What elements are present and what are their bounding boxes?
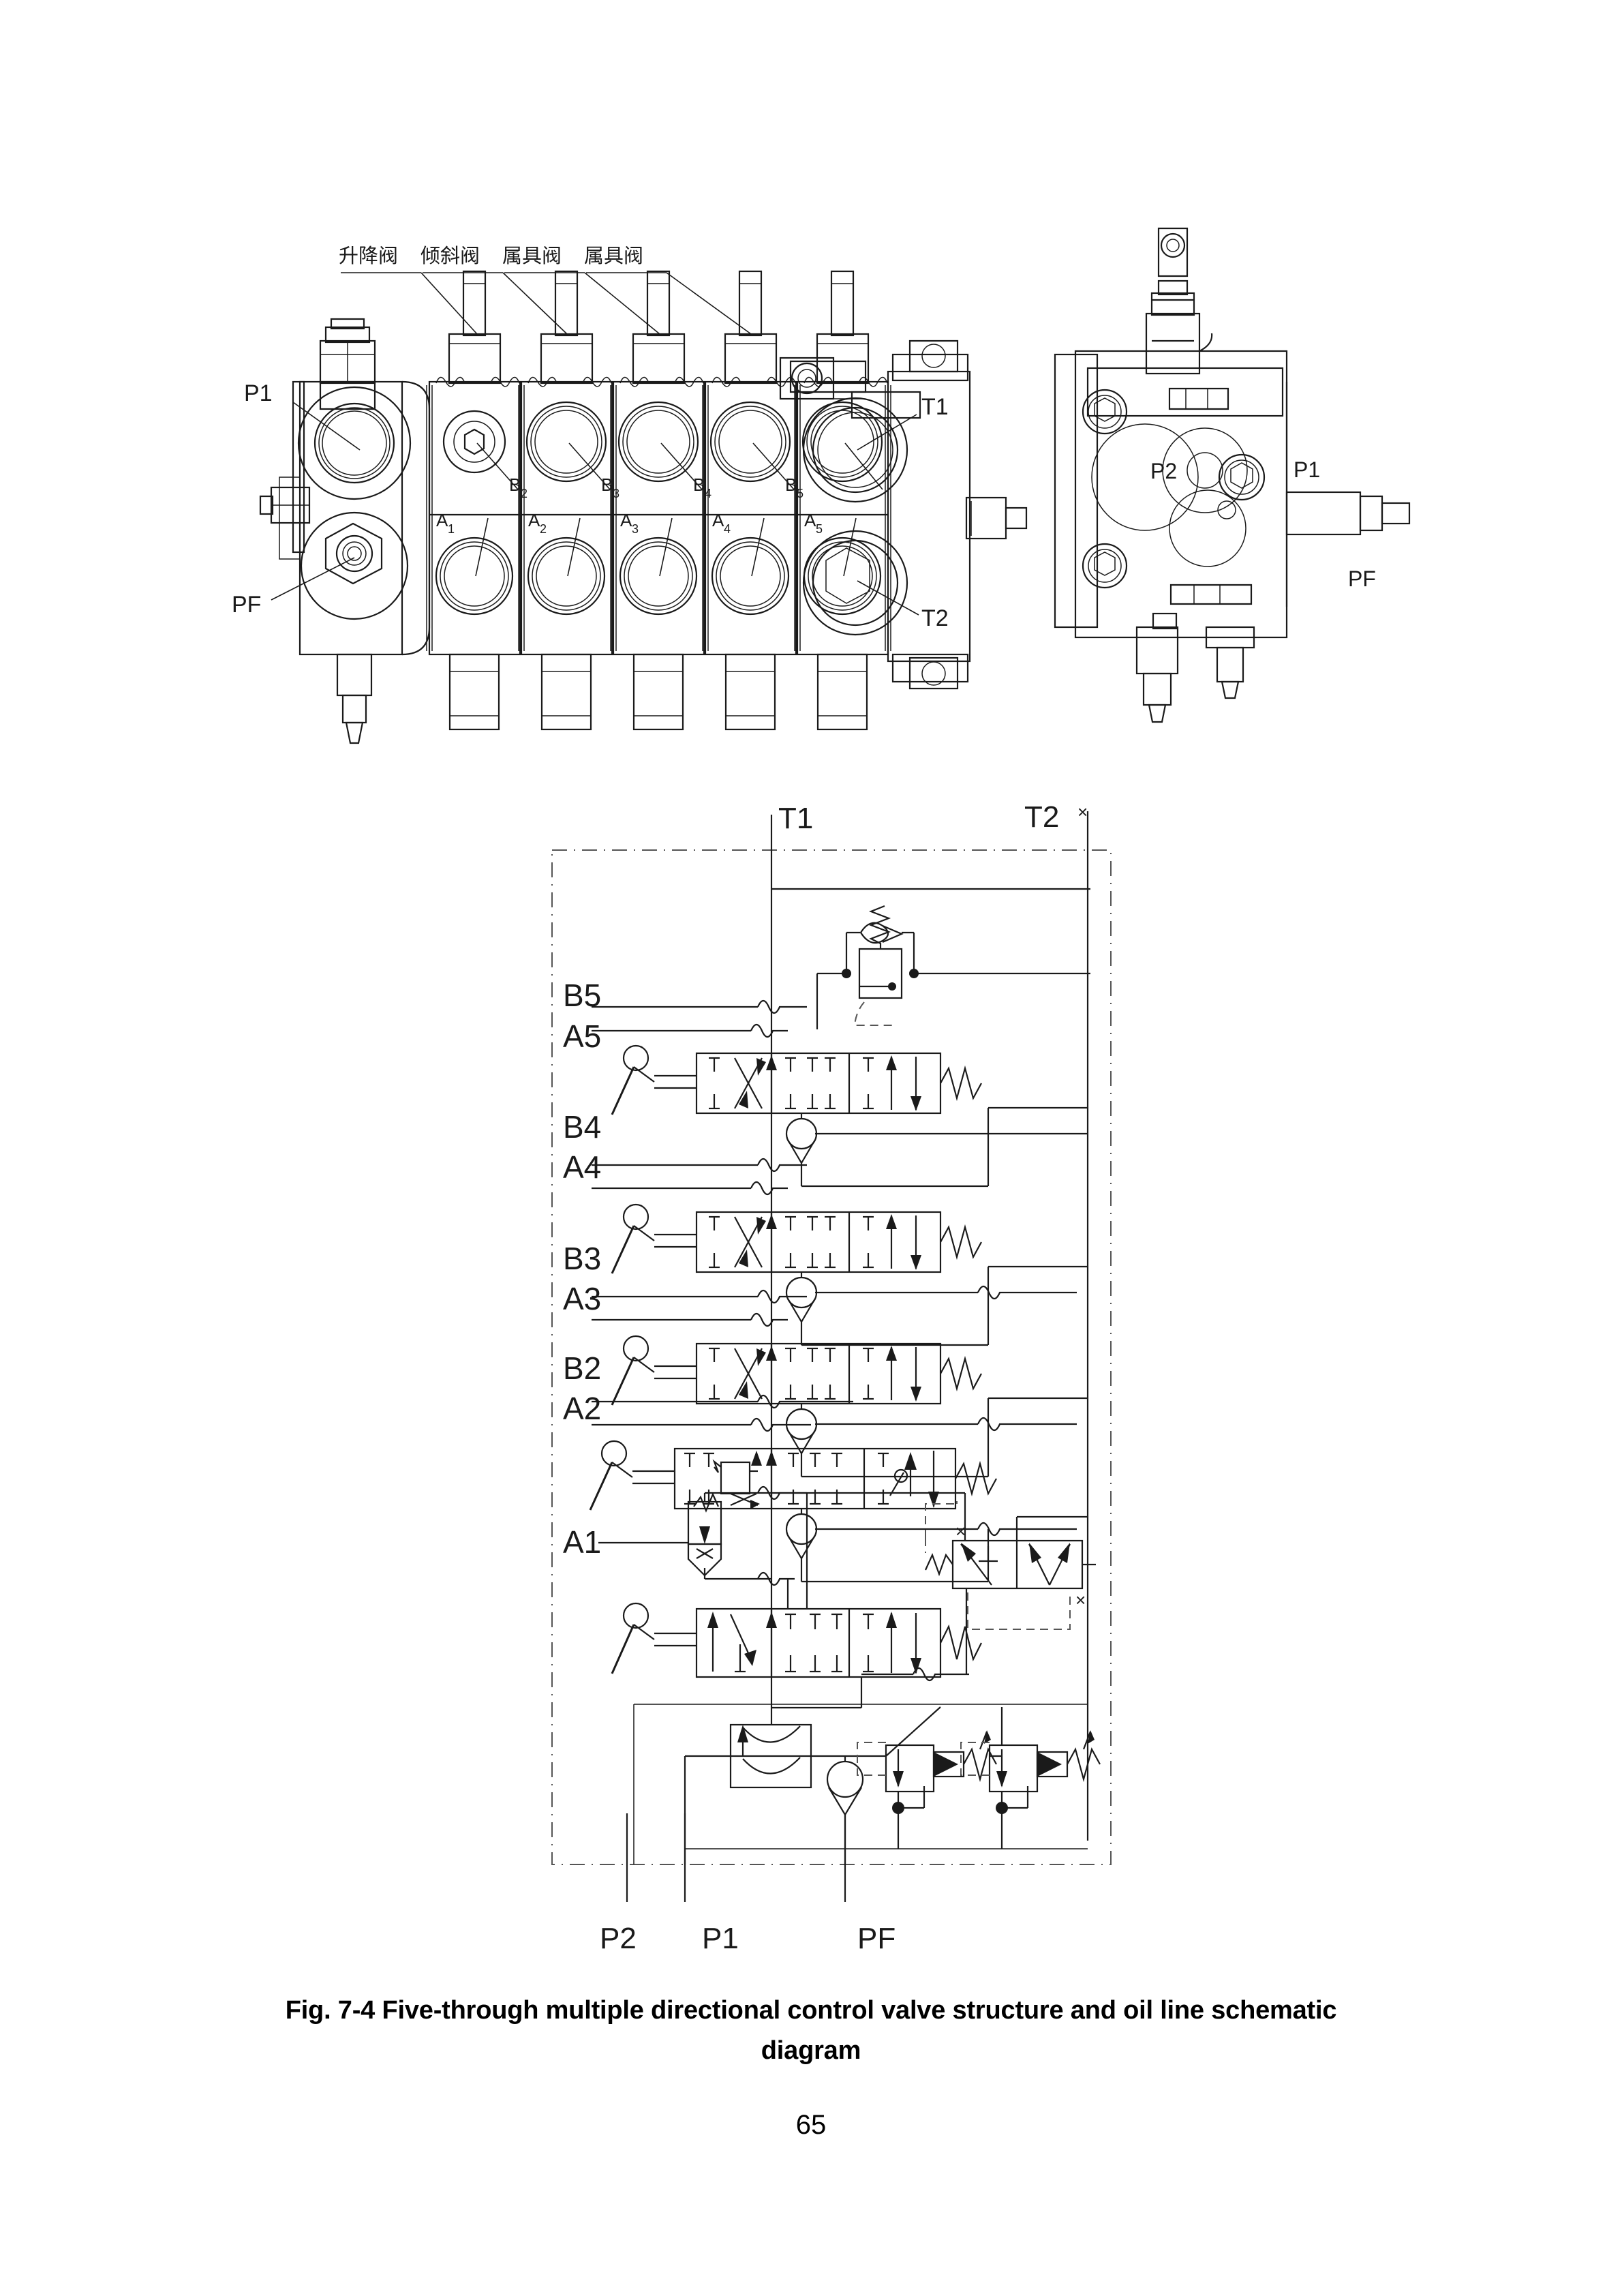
schematic-section-5: B5 A5 [563,978,1088,1188]
label-b2: B2 [563,1350,601,1386]
label-attachment-valve-2: 属具阀 [584,244,643,267]
label-t1-schematic: T1 [778,802,813,835]
label-p1-front: P1 [244,380,273,406]
label-b2: B [509,474,521,495]
label-a1: A [436,510,448,530]
chinese-callouts: 升降阀 倾斜阀 属具阀 属具阀 [339,244,752,335]
svg-text:1: 1 [448,522,455,536]
label-a1: A1 [563,1524,601,1560]
figure-caption: Fig. 7-4 Five-through multiple direction… [204,1991,1418,2071]
pilot-operated-directional-valve: × × [771,1492,1096,1709]
label-t2-schematic: T2 [1024,800,1059,834]
a1-lowering-control-valve [687,1492,771,1580]
label-b3: B [601,474,613,495]
svg-text:2: 2 [540,522,547,536]
svg-text:5: 5 [797,487,804,500]
label-a4: A4 [563,1149,601,1185]
schematic-boundary [551,849,1112,1865]
directional-valve-5 [695,1052,942,1115]
spool-sections [426,270,891,731]
caption-line-1: Fig. 7-4 Five-through multiple direction… [285,1996,1337,2025]
schematic-section-3: B3 A3 [563,1241,1088,1478]
shuttle-valve [826,1760,864,1798]
main-relief-valve [816,905,1090,1029]
svg-text:×: × [955,1521,966,1541]
svg-text:2: 2 [521,487,527,500]
label-tilt-valve: 倾斜阀 [420,244,480,267]
label-pf-side: PF [1348,567,1376,591]
schematic-section-2: B2 A2 [563,1350,1077,1583]
label-b4: B4 [563,1109,601,1145]
label-a5: A [804,510,816,530]
label-b4: B [693,474,705,495]
label-a3: A3 [563,1281,601,1316]
label-lift-valve: 升降阀 [339,244,398,267]
label-p1-schematic: P1 [702,1922,739,1955]
svg-text:4: 4 [705,487,711,500]
label-p1-side: P1 [1294,457,1320,482]
label-a2: A2 [563,1391,601,1426]
label-t1-front: T1 [921,394,949,420]
label-a3: A [620,510,632,530]
bottom-assembly [633,1677,1101,1864]
label-p2-schematic: P2 [600,1922,637,1955]
svg-text:×: × [1075,1590,1086,1610]
svg-text:5: 5 [816,522,823,536]
label-attachment-valve-1: 属具阀 [502,244,562,267]
secondary-relief-valve-2 [960,1730,1101,1849]
directional-valve-3 [695,1342,942,1405]
label-b3: B3 [563,1241,601,1276]
hydraulic-schematic: T1 T2 × [551,800,1112,1955]
label-pf-schematic: PF [857,1922,896,1955]
label-a5: A5 [563,1018,601,1054]
schematic-section-1: A1 [563,1485,982,1678]
label-b5: B5 [563,978,601,1013]
front-view-valve-bank: P1 PF T1 T2 [232,244,1028,744]
directional-valve-4 [695,1211,942,1273]
schematic-section-4: B4 A4 [563,1109,1088,1346]
label-pf-front: PF [232,592,261,618]
control-stems [448,270,870,384]
svg-text:3: 3 [613,487,619,500]
front-view-callouts: P1 PF T1 T2 [232,380,949,631]
label-a2: A [528,510,540,530]
secondary-relief-valve-1 [857,1730,997,1849]
label-a4: A [712,510,724,530]
svg-text:4: 4 [724,522,731,536]
bottom-ports: P2 P1 PF [600,1813,896,1955]
page-number: 65 [795,2110,827,2140]
label-t2-front: T2 [921,605,949,631]
label-t2-x-marker: × [1077,802,1088,822]
lower-glands [448,653,868,731]
label-b5: B [785,474,797,495]
caption-line-2: diagram [761,2036,861,2065]
side-view-valve: P2 P1 PF [1054,227,1411,723]
outlet-section [779,339,1028,690]
b-port-bores [442,401,883,483]
label-p2-side: P2 [1150,459,1177,483]
inlet-section [259,318,431,744]
svg-text:3: 3 [632,522,639,536]
